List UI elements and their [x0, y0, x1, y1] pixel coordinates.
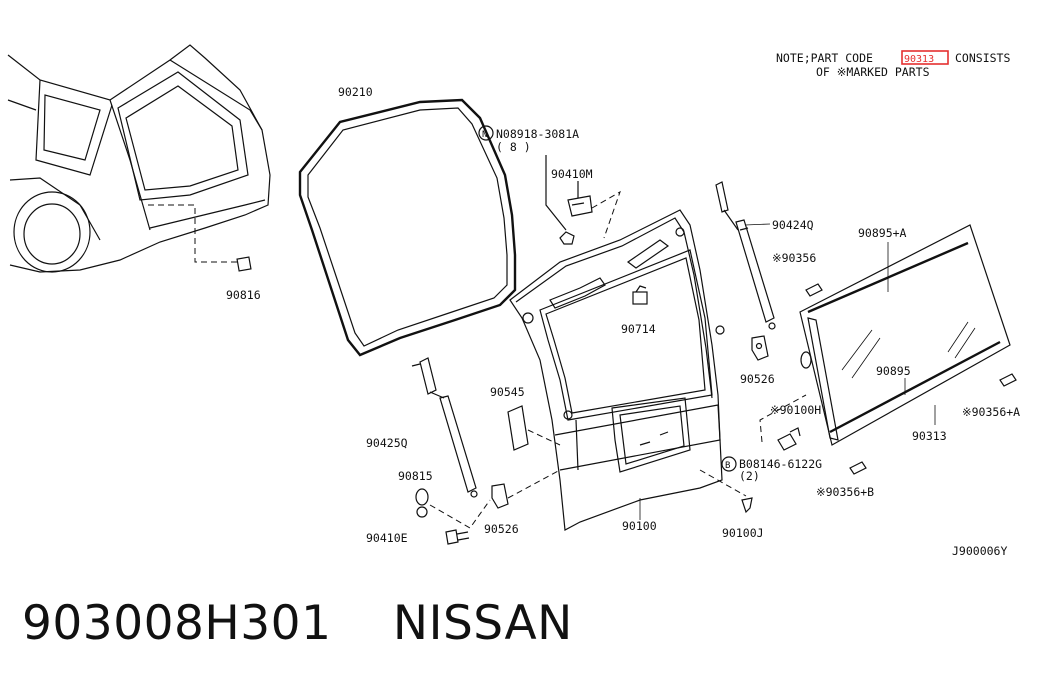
bolt-90410e [445, 529, 470, 545]
callout-90356b: ※90356+B [816, 485, 874, 499]
vehicle-rear-view [7, 44, 271, 273]
callout-08146: B08146-6122G [739, 457, 822, 471]
callout-90410m: 90410M [551, 167, 593, 181]
callout-90100: 90100 [622, 519, 657, 533]
callout-90714: 90714 [621, 322, 656, 336]
bolt-marker-n: N [482, 130, 487, 140]
glass-90313 [759, 224, 1017, 475]
note-line2: OF ※MARKED PARTS [816, 65, 930, 79]
callout-08918: N08918-3081A [496, 127, 579, 141]
note-block: NOTE;PART CODE 90313 CONSISTS OF ※MARKED… [776, 50, 1010, 79]
weatherstrip-90210 [298, 98, 517, 357]
note-line1-suffix: CONSISTS [955, 51, 1010, 65]
callout-90313: 90313 [912, 429, 947, 443]
callout-90100j: 90100J [722, 526, 764, 540]
callout-90895: 90895 [876, 364, 911, 378]
part-number: 903008H301 [22, 596, 332, 651]
bumper-90815 [415, 488, 429, 518]
bolt-08146: B [721, 427, 801, 472]
footer: 903008H301 NISSAN [22, 596, 573, 666]
bolt-08918: N [478, 125, 575, 245]
diagram-id: J900006Y [952, 544, 1007, 558]
callout-90816: 90816 [226, 288, 261, 302]
callout-90895a: 90895+A [858, 226, 907, 240]
note-highlight-box [901, 50, 949, 65]
hinge-90526-right [751, 335, 769, 361]
bolt-marker-b: B [725, 461, 730, 471]
callout-90815: 90815 [398, 469, 433, 483]
callout-90356a: ※90356+A [962, 405, 1020, 419]
stay-90424q [715, 181, 776, 330]
clip-90714 [632, 285, 648, 305]
callout-90526-right: 90526 [740, 372, 775, 386]
callout-90210: 90210 [338, 85, 373, 99]
callout-90410e: 90410E [366, 531, 408, 545]
brand-name: NISSAN [392, 596, 573, 651]
back-door-90100 [509, 209, 725, 531]
callout-90425q: 90425Q [366, 436, 408, 450]
callout-90424q: 90424Q [772, 218, 814, 232]
note-highlight-code: 90313 [904, 54, 934, 65]
hinge-90526-left [429, 469, 561, 529]
plate-90545 [507, 405, 561, 451]
stay-90425q [411, 357, 478, 498]
lock-90410m [567, 181, 621, 239]
callout-08146-qty: (2) [739, 469, 760, 483]
callout-90526-left: 90526 [484, 522, 519, 536]
callout-08918-qty: ( 8 ) [496, 140, 531, 154]
callout-90545: 90545 [490, 385, 525, 399]
parts-diagram: NOTE;PART CODE 90313 CONSISTS OF ※MARKED… [7, 44, 1020, 558]
clip-90100j [699, 469, 753, 514]
callout-90356: ※90356 [772, 251, 816, 265]
callout-90100h: ※90100H [770, 403, 821, 417]
note-line1-prefix: NOTE;PART CODE [776, 51, 873, 65]
